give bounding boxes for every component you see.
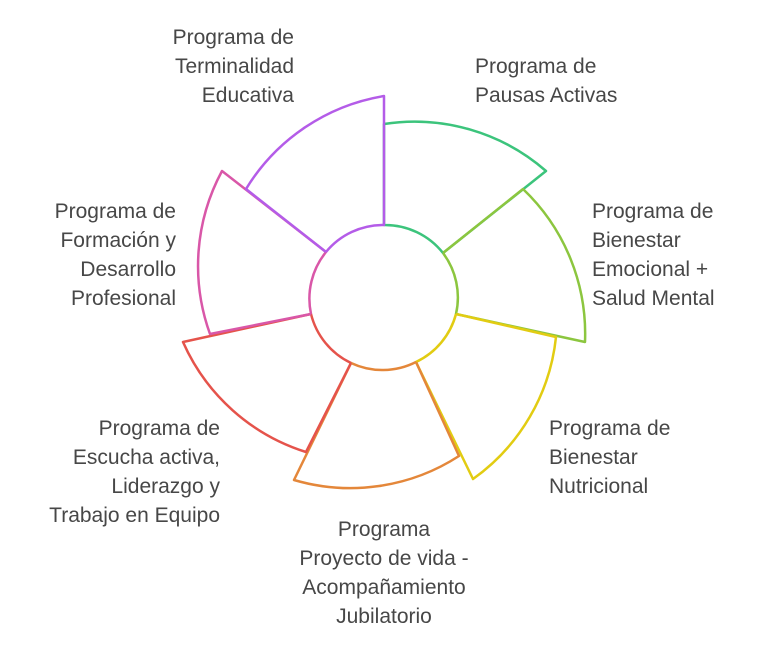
segment-formacion — [196, 169, 328, 336]
label-formacion: Programa de Formación y Desarrollo Profe… — [54, 200, 176, 310]
label-escucha-activa: Programa de Escucha activa, Liderazgo y … — [49, 417, 220, 527]
label-bienestar-nutricional: Programa de Bienestar Nutricional — [549, 417, 671, 498]
segment-proyecto-de-vida — [292, 360, 461, 490]
segment-pausas-activas — [382, 120, 548, 255]
segment-escucha-activa — [181, 312, 353, 454]
segment-bienestar-emocional — [442, 187, 587, 344]
label-bienestar-emocional: Programa de Bienestar Emocional + Salud … — [592, 200, 715, 310]
label-terminalidad: Programa de Terminalidad Educativa — [172, 26, 294, 107]
label-proyecto-de-vida: Programa Proyecto de vida - Acompañamien… — [299, 518, 469, 628]
segment-bienestar-nutricional — [414, 312, 558, 481]
label-pausas-activas: Programa de Pausas Activas — [475, 55, 618, 107]
segment-terminalidad — [244, 94, 386, 253]
